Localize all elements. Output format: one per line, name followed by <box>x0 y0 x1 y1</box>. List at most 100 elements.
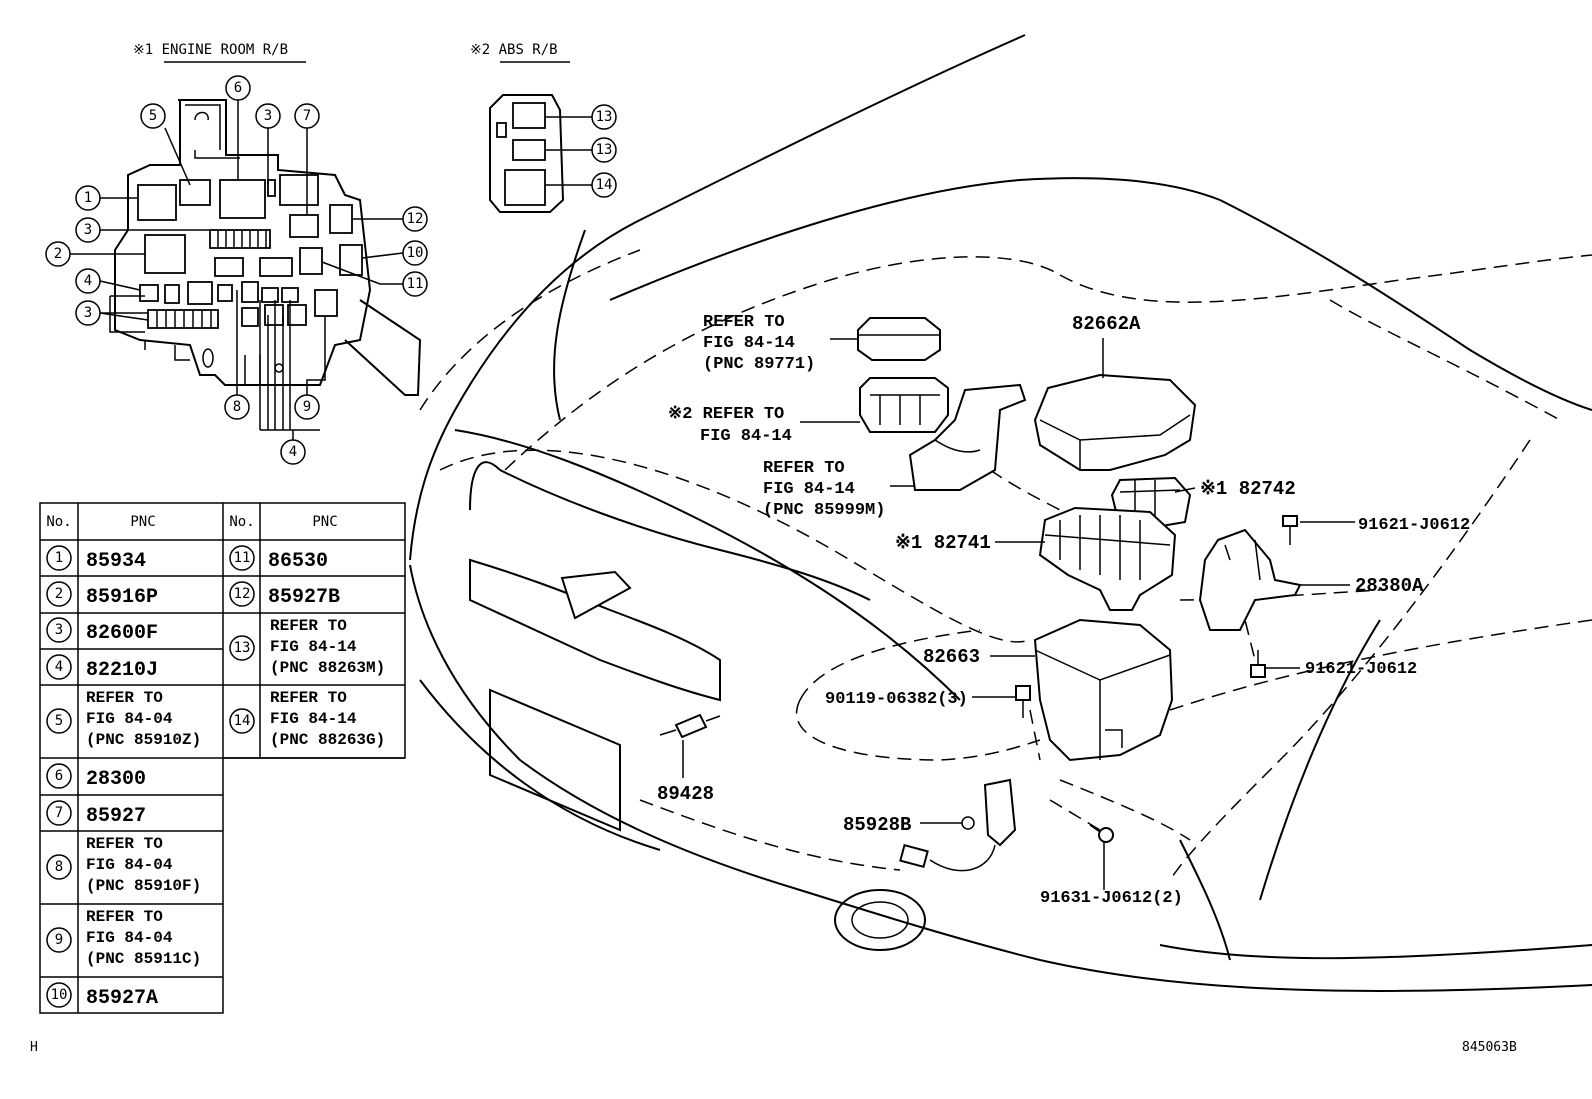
svg-text:(PNC 85910Z): (PNC 85910Z) <box>86 731 201 749</box>
inset-callout-10: 10 <box>402 240 428 266</box>
svg-text:5: 5 <box>55 713 63 729</box>
sensor-89428 <box>659 713 721 739</box>
svg-text:6: 6 <box>234 80 242 96</box>
svg-text:FIG 84-04: FIG 84-04 <box>86 856 173 874</box>
svg-text:3: 3 <box>84 222 92 238</box>
abs-title: ※2 ABS R/B <box>470 42 558 58</box>
svg-text:REFER TO: REFER TO <box>270 689 347 707</box>
svg-text:12: 12 <box>407 211 424 227</box>
ref-85999m-line3: (PNC 85999M) <box>763 501 885 520</box>
svg-text:85916P: 85916P <box>86 586 158 609</box>
ref-89771-line2: FIG 84-14 <box>703 334 795 353</box>
bolt-91631 <box>1089 824 1114 843</box>
svg-text:82210J: 82210J <box>86 659 158 682</box>
footer-figure-number: 845063B <box>1462 1040 1517 1055</box>
svg-text:REFER TO: REFER TO <box>86 908 163 926</box>
svg-text:85927B: 85927B <box>268 586 340 609</box>
svg-text:FIG 84-14: FIG 84-14 <box>703 334 795 353</box>
svg-text:13: 13 <box>596 142 613 158</box>
table-header-no-right: No. <box>229 514 254 530</box>
label-ref-abs: ※2 REFER TO FIG 84-14 <box>668 405 792 446</box>
inset-callout-8: 8 <box>224 394 250 420</box>
svg-text:4: 4 <box>289 444 297 460</box>
table-row-7: 7 85927 <box>46 800 146 828</box>
svg-text:13: 13 <box>234 640 251 656</box>
inset-callout-4a: 4 <box>75 268 101 294</box>
label-90119: 90119-06382(3) <box>825 690 968 709</box>
svg-text:86530: 86530 <box>268 550 328 573</box>
ref-85999m-line1: REFER TO <box>763 459 845 478</box>
table-row-13: 13 REFER TO FIG 84-14 (PNC 88263M) <box>229 617 385 677</box>
label-ref-85999m: REFER TO FIG 84-14 (PNC 85999M) <box>763 459 885 520</box>
svg-text:FIG 84-04: FIG 84-04 <box>86 710 173 728</box>
svg-text:FIG 84-04: FIG 84-04 <box>86 929 173 947</box>
svg-text:6: 6 <box>55 768 63 784</box>
engine-room-title: ※1 ENGINE ROOM R/B <box>133 42 288 58</box>
svg-text:FIG 84-14: FIG 84-14 <box>270 710 357 728</box>
svg-text:(PNC 88263M): (PNC 88263M) <box>270 659 385 677</box>
label-ref-89771: REFER TO FIG 84-14 (PNC 89771) <box>703 313 815 374</box>
svg-text:REFER TO: REFER TO <box>86 835 163 853</box>
table-header-pnc-left: PNC <box>130 514 155 530</box>
svg-text:7: 7 <box>303 108 311 124</box>
svg-text:9: 9 <box>55 932 63 948</box>
fuse-box-bracket-85999m <box>908 383 1027 491</box>
table-header-no-left: No. <box>46 514 71 530</box>
abs-rb-inset: ※2 ABS R/B 13 13 14 <box>470 42 617 213</box>
leader-lines <box>682 338 1355 890</box>
table-row-1: 1 85934 <box>46 545 146 573</box>
svg-text:12: 12 <box>234 586 251 602</box>
inset-callout-12: 12 <box>402 206 428 232</box>
svg-text:10: 10 <box>51 987 68 1003</box>
label-85928b: 85928B <box>843 814 911 836</box>
table-row-14: 14 REFER TO FIG 84-14 (PNC 88263G) <box>229 689 385 749</box>
abs-callout-13b: 13 <box>591 137 617 163</box>
engine-room-rb-inset: ※1 ENGINE ROOM R/B <box>45 42 428 465</box>
svg-text:3: 3 <box>55 622 63 638</box>
vehicle-front-outline <box>409 34 1592 992</box>
table-header-pnc-right: PNC <box>312 514 337 530</box>
ref-89771-line1: REFER TO <box>703 313 785 332</box>
relay-block-82741 <box>1038 506 1177 611</box>
ref-abs-line1: ※2 REFER TO <box>668 405 784 424</box>
footer-left-code: H <box>30 1040 38 1055</box>
table-row-3: 3 82600F <box>46 617 158 645</box>
svg-text:4: 4 <box>55 659 63 675</box>
svg-text:85927A: 85927A <box>86 987 158 1010</box>
svg-text:(PNC 85911C): (PNC 85911C) <box>86 950 201 968</box>
svg-text:1: 1 <box>55 550 63 566</box>
abs-callout-14: 14 <box>591 172 617 198</box>
inset-callout-9: 9 <box>294 394 320 420</box>
relay-block-case-82663 <box>1033 618 1174 762</box>
ref-85999m-line2: FIG 84-14 <box>763 480 855 499</box>
svg-text:REFER TO: REFER TO <box>703 313 785 332</box>
svg-text:REFER TO: REFER TO <box>86 689 163 707</box>
svg-text:82600F: 82600F <box>86 622 158 645</box>
svg-text:28300: 28300 <box>86 768 146 791</box>
label-91631: 91631-J0612(2) <box>1040 889 1183 908</box>
svg-text:13: 13 <box>596 109 613 125</box>
inset-callout-1: 1 <box>75 185 101 211</box>
svg-text:7: 7 <box>55 805 63 821</box>
ref-abs-line2: FIG 84-14 <box>700 427 792 446</box>
svg-text:10: 10 <box>407 245 424 261</box>
svg-text:14: 14 <box>234 713 251 729</box>
bolt-91621-b <box>1250 650 1266 678</box>
engine-bay-dashed-outline <box>419 249 1592 881</box>
bracket-28380a <box>1198 528 1302 631</box>
label-91621-a: 91621-J0612 <box>1358 516 1470 535</box>
svg-text:14: 14 <box>596 177 613 193</box>
label-82741: ※1 82741 <box>895 532 991 554</box>
svg-text:11: 11 <box>407 276 424 292</box>
inset-callout-3b: 3 <box>75 300 101 326</box>
svg-text:3: 3 <box>84 305 92 321</box>
svg-text:1: 1 <box>84 190 92 206</box>
svg-text:85934: 85934 <box>86 550 146 573</box>
label-82663: 82663 <box>923 646 980 668</box>
label-82662a: 82662A <box>1072 313 1141 335</box>
svg-text:85927: 85927 <box>86 805 146 828</box>
relay-block-cover-82662a <box>1033 373 1197 471</box>
